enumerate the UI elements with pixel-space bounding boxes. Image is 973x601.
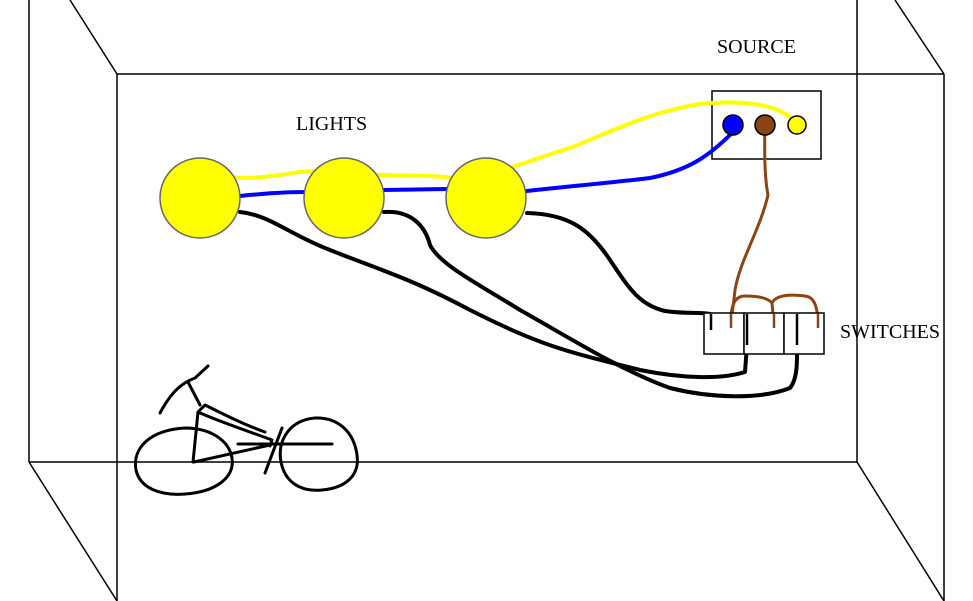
lights (159, 157, 527, 239)
neutral-wire (238, 130, 735, 198)
bicycle-rear-wheel (133, 426, 234, 496)
corner-top-left (69, 0, 118, 75)
switch-leg-wire-light-3 (525, 211, 713, 328)
light-bulb-3 (445, 157, 527, 239)
switch-leg-wires (238, 209, 800, 399)
corner-bottom-right (856, 461, 945, 601)
corner-top-right (894, 0, 945, 75)
hot-terminal (754, 114, 776, 136)
switch-terminals (709, 314, 820, 345)
switch-2 (743, 312, 785, 355)
corner-bottom-left (28, 461, 118, 601)
bicycle-handlebar (158, 364, 210, 415)
switches-label: SWITCHES (840, 321, 940, 343)
bicycle-icon (133, 364, 359, 496)
switch-leg-wire-light-2 (382, 209, 800, 399)
light-bulb-2 (303, 157, 385, 239)
ground-terminal (787, 115, 807, 135)
bicycle-frame (191, 403, 334, 475)
lights-label: LIGHTS (296, 113, 367, 135)
source-terminals (722, 114, 807, 136)
switches (703, 312, 825, 355)
neutral-terminal (722, 114, 744, 136)
light-bulb-1 (159, 157, 241, 239)
switch-leg-wire-light-1 (238, 210, 749, 380)
bicycle-front-wheel (278, 416, 359, 492)
source-label: SOURCE (717, 36, 796, 58)
room-outline (28, 0, 945, 601)
